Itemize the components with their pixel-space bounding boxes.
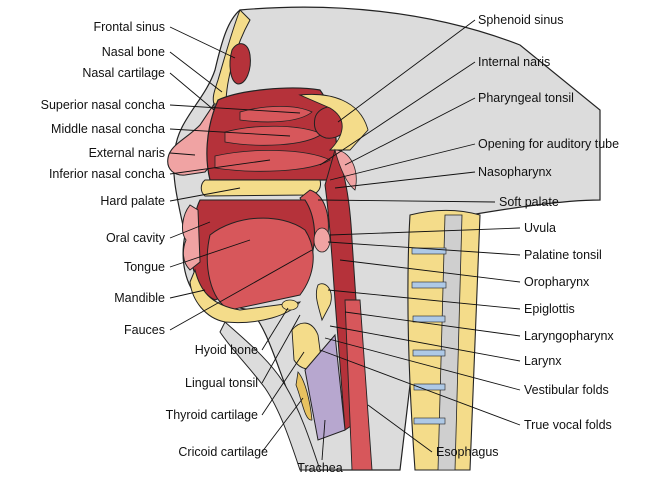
label-nasal-bone: Nasal bone: [102, 45, 165, 59]
inferior-concha-shape: [214, 150, 331, 172]
sphenoid-bone: [298, 93, 369, 151]
label-lingual-tonsil: Lingual tonsil: [185, 376, 258, 390]
label-oral-cavity: Oral cavity: [106, 231, 166, 245]
label-nasopharynx: Nasopharynx: [478, 165, 552, 179]
label-cricoid-cartilage: Cricoid cartilage: [178, 445, 268, 459]
labels-bottom: Hyoid bone Lingual tonsil Thyroid cartil…: [166, 343, 499, 475]
mandible-shape: [189, 268, 302, 324]
label-vestibular-folds: Vestibular folds: [524, 383, 609, 397]
neck-skin: [219, 321, 321, 471]
epiglottis-shape: [315, 283, 332, 322]
hard-palate-shape: [200, 179, 321, 197]
label-hard-palate: Hard palate: [100, 194, 165, 208]
label-uvula: Uvula: [524, 221, 556, 235]
leader-lines: [169, 19, 521, 461]
label-epiglottis: Epiglottis: [524, 302, 575, 316]
label-opening-auditory-tube: Opening for auditory tube: [478, 137, 619, 151]
label-hyoid-bone: Hyoid bone: [195, 343, 258, 357]
label-mandible: Mandible: [114, 291, 165, 305]
label-palatine-tonsil: Palatine tonsil: [524, 248, 602, 262]
head-illustration: [167, 6, 601, 471]
frontal-sinus-shape: [229, 43, 251, 85]
tongue-shape: [206, 217, 314, 311]
labels-left: Frontal sinus Nasal bone Nasal cartilage…: [41, 20, 166, 337]
label-middle-nasal-concha: Middle nasal concha: [51, 122, 165, 136]
label-tongue: Tongue: [124, 260, 165, 274]
lips: [182, 204, 201, 271]
nose: [167, 102, 216, 176]
label-inferior-nasal-concha: Inferior nasal concha: [49, 167, 165, 181]
label-laryngopharynx: Laryngopharynx: [524, 329, 614, 343]
label-true-vocal-folds: True vocal folds: [524, 418, 612, 432]
label-sphenoid-sinus: Sphenoid sinus: [478, 13, 563, 27]
pharyngeal-tonsil-shape: [334, 149, 357, 191]
label-nasal-cartilage: Nasal cartilage: [82, 66, 165, 80]
label-pharyngeal-tonsil: Pharyngeal tonsil: [478, 91, 574, 105]
label-superior-nasal-concha: Superior nasal concha: [41, 98, 165, 112]
label-larynx: Larynx: [524, 354, 562, 368]
label-esophagus: Esophagus: [436, 445, 499, 459]
esophagus-shape: [344, 299, 373, 471]
label-frontal-sinus: Frontal sinus: [93, 20, 165, 34]
vertebral-discs: [411, 247, 447, 425]
trachea-shape: [304, 333, 346, 441]
label-soft-palate: Soft palate: [499, 195, 559, 209]
label-fauces: Fauces: [124, 323, 165, 337]
label-external-naris: External naris: [89, 146, 165, 160]
label-internal-naris: Internal naris: [478, 55, 550, 69]
label-oropharynx: Oropharynx: [524, 275, 590, 289]
hyoid-shape: [281, 299, 299, 311]
labels-right: Sphenoid sinus Internal naris Pharyngeal…: [478, 13, 619, 432]
cricoid-shape: [295, 371, 313, 421]
palatine-tonsil-shape: [313, 227, 331, 253]
label-trachea: Trachea: [297, 461, 342, 475]
label-thyroid-cartilage: Thyroid cartilage: [166, 408, 258, 422]
